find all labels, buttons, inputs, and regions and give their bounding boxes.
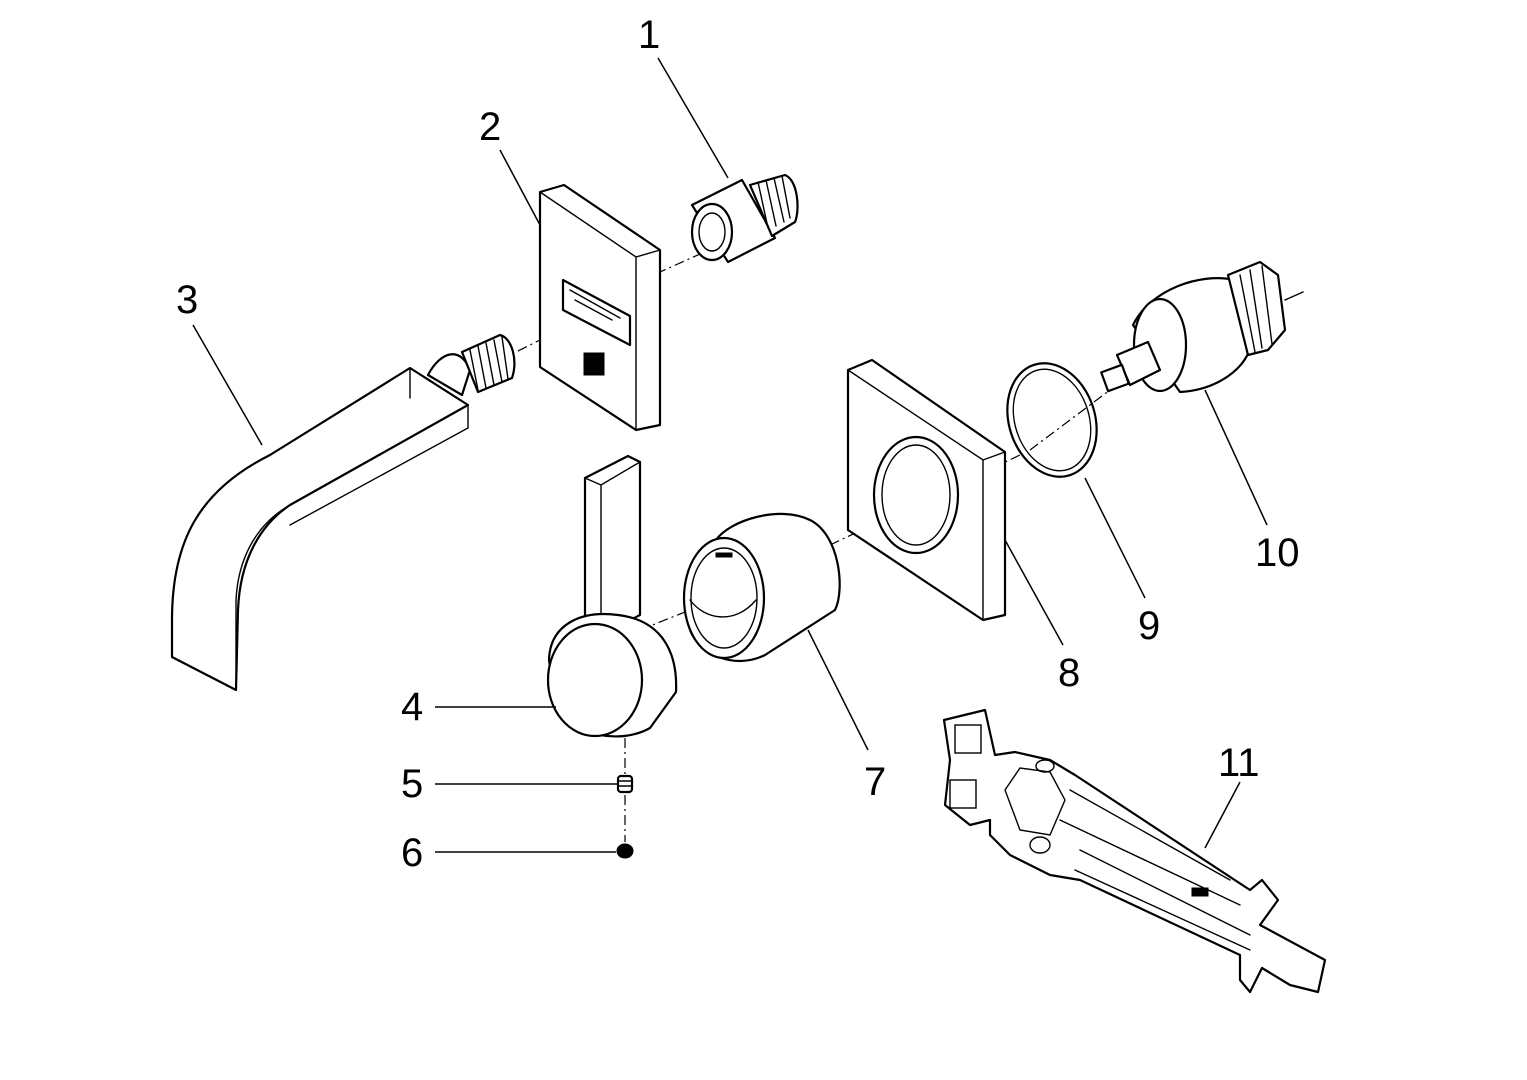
assembly-wrench	[942, 708, 1327, 994]
part-number-2: 2	[479, 105, 501, 149]
cover-plug	[616, 843, 634, 859]
spout-rosette	[538, 183, 662, 432]
brand-mark-icon	[583, 352, 605, 376]
part-number-10: 10	[1255, 531, 1300, 575]
leader-lines	[192, 57, 1268, 853]
part-number-4: 4	[401, 685, 423, 729]
lever-handle	[546, 454, 678, 738]
part-number-7: 7	[864, 760, 886, 804]
part-number-11: 11	[1218, 741, 1260, 785]
part-number-5: 5	[401, 762, 423, 806]
square-rosette	[846, 358, 1007, 622]
part-number-3: 3	[176, 278, 198, 322]
cartridge	[1100, 260, 1304, 394]
part-number-9: 9	[1138, 604, 1160, 648]
sleeve	[682, 512, 841, 663]
part-number-6: 6	[401, 831, 423, 875]
part-number-1: 1	[638, 13, 660, 57]
part-labels: 1 2 3 4 5 6 7 8 9 10 11	[176, 13, 1300, 875]
part-number-8: 8	[1058, 651, 1080, 695]
spout	[170, 333, 516, 692]
adapter-fitting	[690, 173, 799, 264]
grub-screw	[616, 774, 634, 794]
o-ring	[1006, 362, 1098, 478]
